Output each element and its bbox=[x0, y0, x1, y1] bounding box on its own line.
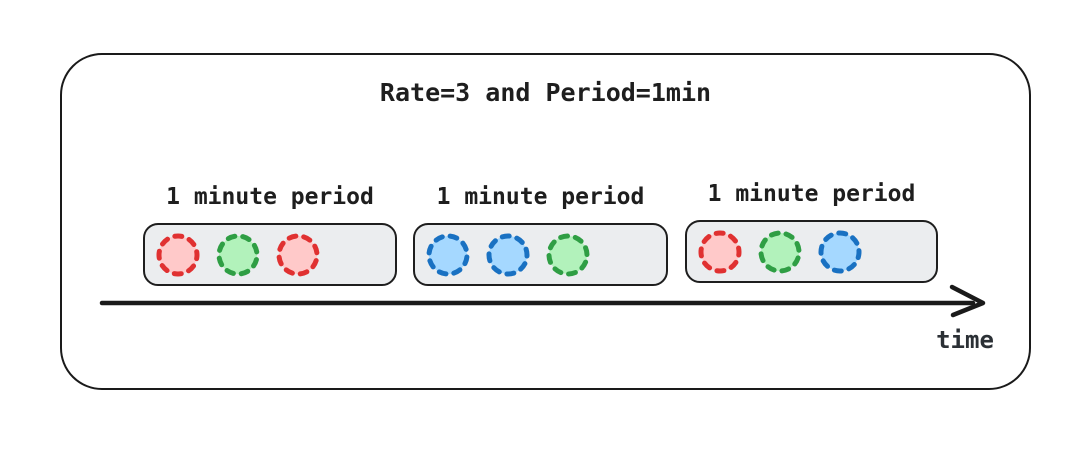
period-group-1: 1 minute period bbox=[143, 184, 397, 286]
period-group-2: 1 minute period bbox=[413, 184, 668, 286]
time-axis-label: time bbox=[936, 326, 994, 354]
period-box bbox=[143, 223, 397, 286]
period-label: 1 minute period bbox=[166, 184, 374, 210]
request-dot-icon bbox=[485, 232, 531, 278]
request-dot-icon bbox=[545, 232, 591, 278]
time-axis-arrow-icon bbox=[99, 284, 986, 318]
request-dot-icon bbox=[425, 232, 471, 278]
request-dot-icon bbox=[215, 232, 261, 278]
request-dot-icon bbox=[757, 229, 803, 275]
diagram-frame bbox=[60, 53, 1031, 390]
period-label: 1 minute period bbox=[707, 181, 916, 207]
period-label: 1 minute period bbox=[436, 184, 645, 210]
request-dot-icon bbox=[697, 229, 743, 275]
period-box bbox=[685, 220, 938, 283]
request-dot-icon bbox=[817, 229, 863, 275]
period-box bbox=[413, 223, 668, 286]
period-group-3: 1 minute period bbox=[685, 181, 938, 283]
request-dot-icon bbox=[275, 232, 321, 278]
request-dot-icon bbox=[155, 232, 201, 278]
diagram-title: Rate=3 and Period=1min bbox=[379, 78, 712, 107]
